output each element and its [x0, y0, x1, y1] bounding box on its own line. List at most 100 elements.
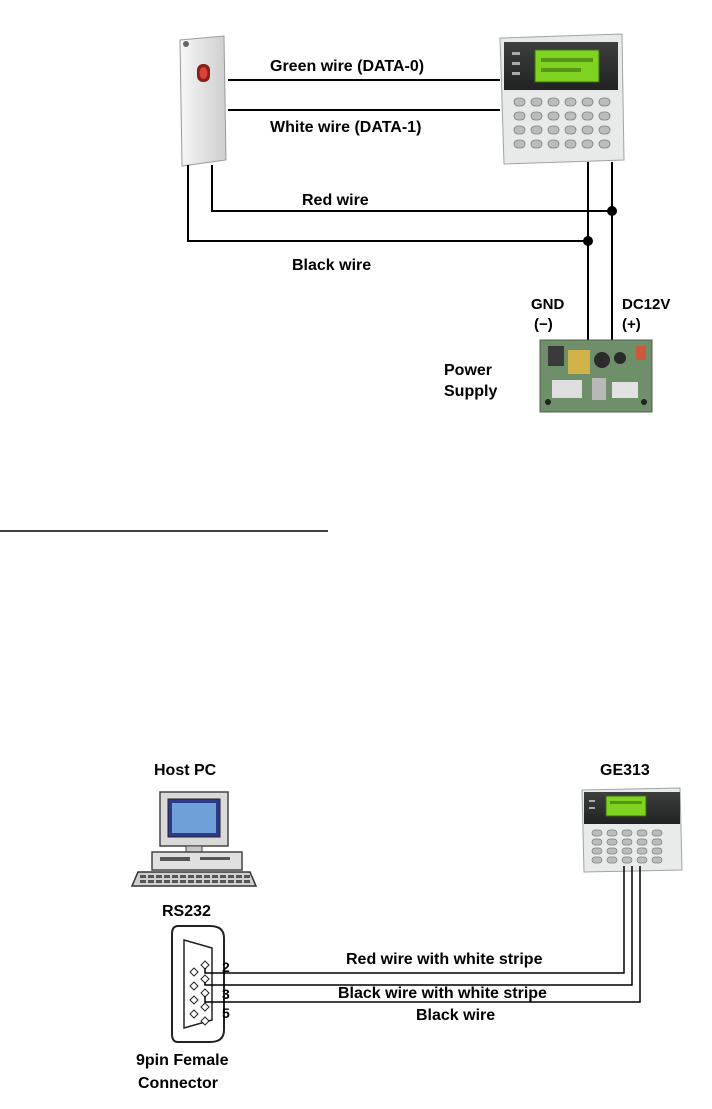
keypad-key: [531, 126, 542, 134]
pc-keyboard-key: [244, 880, 250, 883]
pc-keyboard-key: [244, 875, 250, 878]
card-reader-device: [180, 36, 226, 166]
pc-keyboard-key: [140, 875, 146, 878]
pc-keyboard-key: [236, 880, 242, 883]
ge313-keypad-key: [607, 839, 617, 845]
black-rs232-wire: [205, 866, 640, 1002]
reader-led-icon: [200, 67, 208, 79]
dc12v-label: DC12V: [622, 296, 670, 313]
black-white-stripe-wire-label: Black wire with white stripe: [338, 985, 547, 1002]
power-supply-board: [540, 340, 652, 412]
pin-2-label: 2: [222, 959, 230, 975]
pc-keyboard-key: [236, 875, 242, 878]
pc-keyboard-key: [228, 880, 234, 883]
black-wire-label-2: Black wire: [416, 1007, 495, 1024]
ge313-keypad-key: [652, 830, 662, 836]
keypad-key: [548, 112, 559, 120]
ge313-keypad-key: [622, 839, 632, 845]
ge313-keypad-key: [652, 839, 662, 845]
power-supply-label-line2: Supply: [444, 383, 497, 400]
keypad-key: [582, 98, 593, 106]
ge313-keypad-key: [592, 830, 602, 836]
keypad-key: [514, 140, 525, 148]
keypad-key: [599, 112, 610, 120]
pin-5-label: 5: [222, 1005, 230, 1021]
pc-keyboard-key: [188, 880, 194, 883]
pc-keyboard-key: [180, 875, 186, 878]
pc-keyboard-key: [196, 880, 202, 883]
ge313-keypad-key: [652, 857, 662, 863]
pc-keyboard-key: [172, 880, 178, 883]
black-wire-label: Black wire: [292, 257, 371, 274]
ge313-device: [582, 788, 682, 872]
ge313-keypad-key: [607, 857, 617, 863]
keypad-key: [599, 98, 610, 106]
keypad-key: [582, 140, 593, 148]
keypad-key: [531, 140, 542, 148]
reader-wiring-diagram: Green wire (DATA-0) White wire (DATA-1) …: [180, 34, 670, 412]
controller-keypad-device: [500, 34, 624, 164]
keypad-key: [548, 98, 559, 106]
ge313-keypad-key: [592, 848, 602, 854]
keypad-key: [582, 112, 593, 120]
keypad-key: [599, 126, 610, 134]
ge313-keypad-key: [592, 857, 602, 863]
keypad-key: [531, 112, 542, 120]
keypad-key: [531, 98, 542, 106]
ge313-keypad-key: [652, 848, 662, 854]
pc-keyboard-key: [180, 880, 186, 883]
host-pc-computer-icon: [132, 792, 256, 886]
rs232-label: RS232: [162, 903, 211, 920]
green-wire-label: Green wire (DATA-0): [270, 58, 424, 75]
keypad-key: [565, 112, 576, 120]
connector-label-line1: 9pin Female: [136, 1052, 229, 1069]
pc-keyboard-key: [156, 875, 162, 878]
keypad-key: [599, 140, 610, 148]
pc-keyboard-key: [156, 880, 162, 883]
pc-keyboard-key: [204, 880, 210, 883]
keypad-key: [565, 140, 576, 148]
pc-keyboard-key: [204, 875, 210, 878]
ge313-keypad-key: [637, 857, 647, 863]
keypad-key: [514, 98, 525, 106]
ge313-keypad-key: [607, 848, 617, 854]
ge313-keypad-key: [622, 848, 632, 854]
pc-keyboard-key: [148, 875, 154, 878]
ge313-label: GE313: [600, 762, 650, 779]
rs232-wiring-diagram: Host PC GE313 RS232: [132, 762, 682, 1092]
red-junction-dot: [607, 206, 617, 216]
ge313-lcd-screen: [606, 796, 646, 816]
pc-keyboard-key: [228, 875, 234, 878]
keypad-key: [514, 112, 525, 120]
pc-keyboard-key: [164, 875, 170, 878]
black-junction-dot: [583, 236, 593, 246]
red-white-stripe-wire-label: Red wire with white stripe: [346, 951, 543, 968]
keypad-key: [548, 126, 559, 134]
pc-keyboard-key: [196, 875, 202, 878]
lcd-screen: [535, 50, 599, 82]
gnd-label: GND: [531, 296, 565, 313]
connector-label-line2: Connector: [138, 1075, 218, 1092]
host-pc-label: Host PC: [154, 762, 217, 779]
red-wire: [212, 165, 612, 211]
red-wire-label: Red wire: [302, 192, 369, 209]
db9-connector-icon: [172, 926, 224, 1042]
power-supply-label-line1: Power: [444, 362, 492, 379]
pc-keyboard-key: [220, 880, 226, 883]
pc-keyboard-key: [188, 875, 194, 878]
pc-keyboard-key: [140, 880, 146, 883]
pc-keyboard-key: [172, 875, 178, 878]
keypad-key: [582, 126, 593, 134]
pin-3-label: 3: [222, 986, 230, 1002]
keypad-key: [565, 126, 576, 134]
keypad-key: [548, 140, 559, 148]
ge313-keypad-key: [637, 839, 647, 845]
ge313-keypad-key: [607, 830, 617, 836]
white-wire-label: White wire (DATA-1): [270, 119, 421, 136]
gnd-sign-label: (−): [534, 316, 553, 333]
ge313-keypad-key: [622, 857, 632, 863]
keypad-key: [565, 98, 576, 106]
keypad-key: [514, 126, 525, 134]
pc-keyboard-key: [212, 880, 218, 883]
